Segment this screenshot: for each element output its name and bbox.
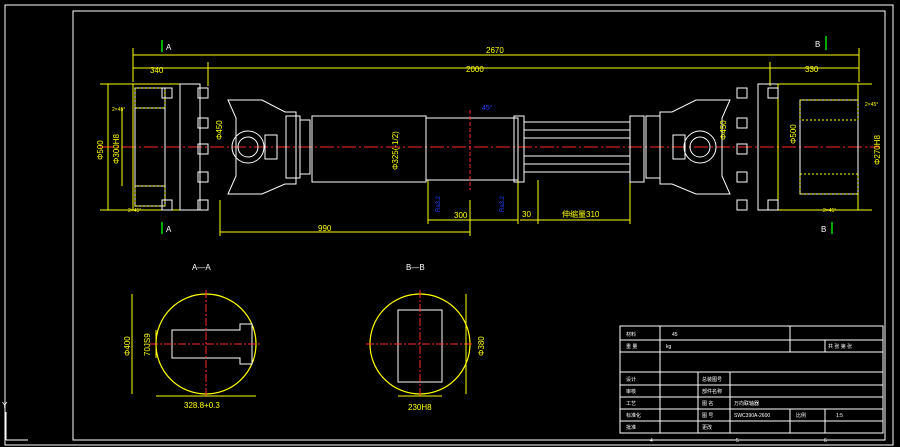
dimension-lines bbox=[132, 48, 860, 236]
tb-sheet: 共 张 第 张 bbox=[828, 343, 852, 350]
tb-drawing-no: 图 号 bbox=[702, 413, 713, 419]
right-flange-hub bbox=[736, 83, 872, 211]
section-aa-phi: Φ400 bbox=[123, 336, 132, 356]
tb-part-name: 部件名称 bbox=[702, 388, 722, 395]
axis-y-label: Y bbox=[2, 401, 8, 410]
tb-standard: 标准化 bbox=[626, 412, 641, 419]
tol-left-top: 2×45° bbox=[112, 107, 125, 113]
section-aa-key: 70JS9 bbox=[143, 333, 152, 356]
tb-designer: 设计 bbox=[626, 376, 636, 383]
dim-phi450-right: Φ450 bbox=[719, 120, 728, 140]
tb-drawing-name: 图 名 bbox=[702, 400, 713, 407]
inner-frame bbox=[72, 10, 886, 441]
dim-phi500-left: Φ500 bbox=[96, 140, 105, 160]
dim-tube-seg: 300 bbox=[454, 211, 468, 220]
tb-footer-4: 4 bbox=[650, 438, 653, 444]
dim-phi300-left: Φ300H8 bbox=[112, 133, 121, 164]
section-aa-title: A—A bbox=[192, 263, 211, 272]
tb-weight-value: kg bbox=[666, 344, 672, 350]
section-a-top-label: A bbox=[166, 43, 172, 52]
tb-scale-value: 1:5 bbox=[836, 413, 843, 419]
section-b-bottom-label: B bbox=[821, 225, 826, 234]
section-aa bbox=[131, 290, 262, 398]
title-block bbox=[619, 325, 884, 434]
ucs-axis-icon bbox=[5, 412, 28, 441]
tb-scale-label: 比例 bbox=[796, 412, 806, 419]
dim-phi270-right: Φ270H8 bbox=[873, 134, 882, 165]
tb-material-label: 材料 bbox=[626, 331, 636, 338]
right-joint-yoke bbox=[645, 99, 731, 195]
outer-frame bbox=[4, 4, 894, 446]
dim-phi450-left: Φ450 bbox=[215, 120, 224, 140]
section-a-bottom-label: A bbox=[166, 225, 172, 234]
left-joint-yoke bbox=[227, 99, 311, 195]
section-bb-bottom: 230H8 bbox=[408, 403, 432, 412]
section-bb bbox=[366, 290, 474, 398]
dim-phi500-right: Φ500 bbox=[789, 124, 798, 144]
tb-weight-label: 重 量 bbox=[626, 343, 637, 350]
tb-name-value: 万向联轴器 bbox=[734, 400, 759, 407]
dim-left-flange: 340 bbox=[150, 66, 164, 75]
section-bb-phi: Φ380 bbox=[477, 336, 486, 356]
dim-right-flange: 330 bbox=[805, 65, 819, 74]
tol-left-bot: 2×45° bbox=[128, 208, 141, 214]
center-tube bbox=[311, 110, 525, 190]
tol-right-bot: 2×45° bbox=[823, 208, 836, 214]
dim-spline-gap: 30 bbox=[522, 210, 531, 219]
tb-footer-6: 6 bbox=[824, 438, 827, 444]
section-bb-title: B—B bbox=[406, 263, 425, 272]
section-b-top-label: B bbox=[815, 40, 820, 49]
blue-note-top: 45° bbox=[482, 104, 493, 112]
blue-note-bot2: Ra3.2 bbox=[500, 195, 506, 212]
section-aa-bottom: 328.8+0.3 bbox=[184, 401, 220, 410]
tb-approve: 批准 bbox=[626, 424, 636, 431]
dim-middle: 2000 bbox=[466, 65, 484, 74]
tb-material-value: 45 bbox=[672, 332, 678, 338]
spline-shaft bbox=[524, 115, 645, 183]
dim-spline-travel: 伸缩量310 bbox=[562, 209, 600, 219]
dim-joint-span: 990 bbox=[318, 224, 332, 233]
tb-assembly-no: 总装图号 bbox=[702, 376, 722, 383]
dim-phi-center: Φ325(-1/2) bbox=[391, 131, 400, 170]
tol-right-top: 2×45° bbox=[865, 102, 878, 108]
blue-note-bot1: Ra3.2 bbox=[436, 195, 442, 212]
tb-reviewer: 审核 bbox=[626, 388, 636, 395]
tb-code-value: SWC390A-2600 bbox=[734, 413, 770, 419]
tb-change: 更改 bbox=[702, 424, 712, 431]
dim-overall: 2670 bbox=[486, 46, 504, 55]
tb-footer-5: 5 bbox=[736, 438, 739, 444]
tb-process: 工艺 bbox=[626, 401, 636, 407]
left-flange-hub bbox=[100, 83, 209, 211]
